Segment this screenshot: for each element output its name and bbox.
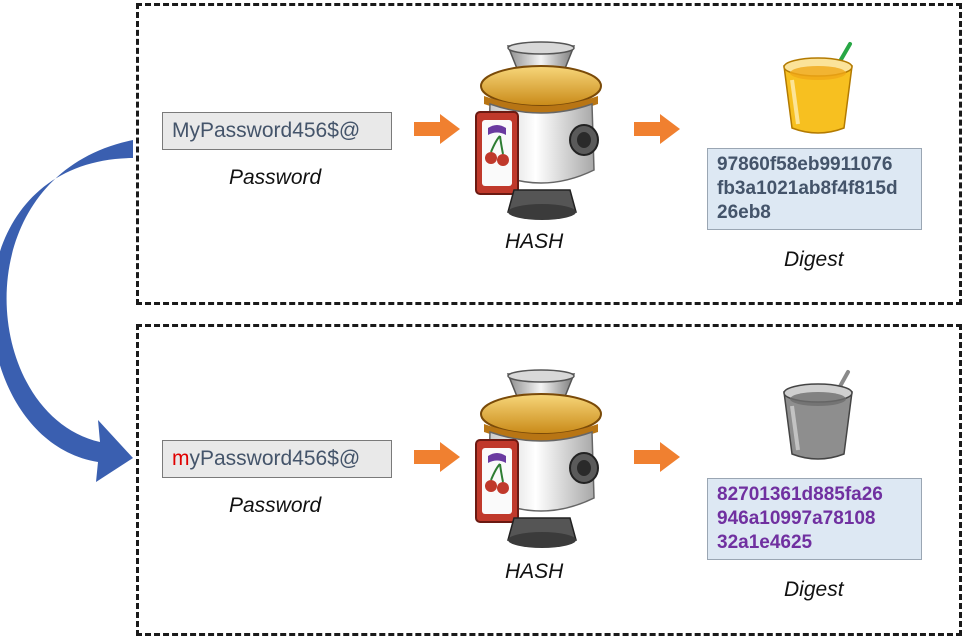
digest-line: fb3a1021ab8f4f815d: [717, 178, 898, 199]
digest-line: 32a1e4625: [717, 532, 813, 553]
digest-box-top: 97860f58eb9911076 fb3a1021ab8f4f815d 26e…: [707, 148, 922, 230]
digest-caption-bottom: Digest: [784, 578, 844, 601]
password-rest: yPassword456$@: [189, 447, 361, 470]
grey-drink-glass-icon: [783, 370, 853, 460]
password-first-char-highlighted: m: [172, 447, 190, 470]
right-arrow-icon: [414, 442, 460, 472]
digest-box-bottom: 82701361d885fa26 946a10997a78108 32a1e46…: [707, 478, 922, 560]
orange-juice-glass-icon: [783, 42, 853, 134]
hash-machine-icon: [475, 41, 602, 220]
hash-caption-bottom: HASH: [505, 560, 564, 583]
password-caption-bottom: Password: [229, 494, 322, 517]
hash-caption-top: HASH: [505, 230, 564, 253]
digest-line: 82701361d885fa26: [717, 484, 883, 505]
hash-machine-icon: [475, 369, 602, 548]
right-arrow-icon: [634, 442, 680, 472]
password-caption-top: Password: [229, 166, 322, 189]
digest-line: 26eb8: [717, 202, 771, 223]
digest-line: 97860f58eb9911076: [717, 154, 893, 175]
password-field-bottom: myPassword456$@: [162, 440, 392, 478]
password-field-top: MyPassword456$@: [162, 112, 392, 150]
password-rest: yPassword456$@: [189, 119, 361, 142]
right-arrow-icon: [414, 114, 460, 144]
right-arrow-icon: [634, 114, 680, 144]
digest-line: 946a10997a78108: [717, 508, 876, 529]
password-first-char: M: [172, 119, 190, 142]
digest-caption-top: Digest: [784, 248, 844, 271]
